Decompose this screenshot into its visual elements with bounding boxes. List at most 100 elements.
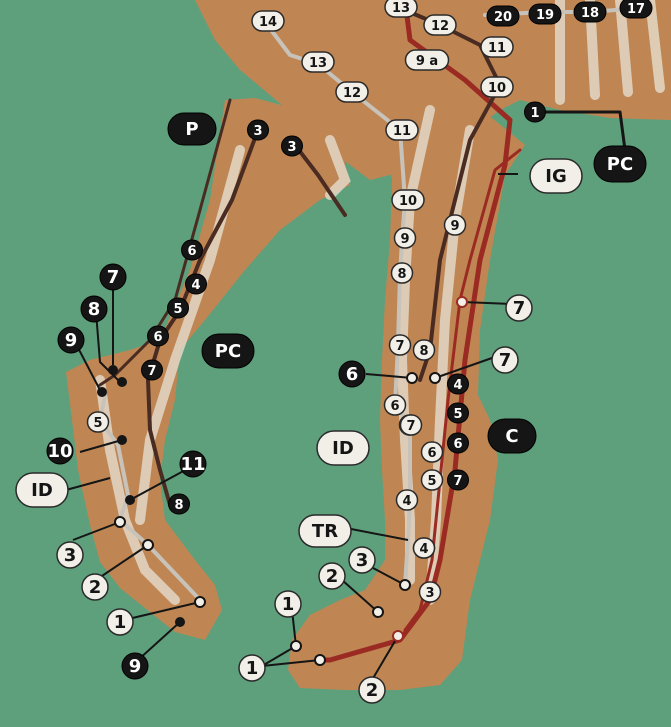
callout-c3-left-bg (56, 541, 84, 569)
callout-c9-left-bottom: 9 (121, 652, 149, 680)
point-neck-light-text: 9 (400, 232, 409, 247)
point-right-leg-mid: 5 (420, 469, 444, 491)
callout-c1-left: 1 (106, 608, 134, 636)
point-right-leg-dark: 6 (447, 432, 469, 454)
point-left-leg-dark-text: 6 (187, 244, 196, 259)
label-p-bg (167, 112, 217, 146)
point-back-row-text: 17 (627, 2, 645, 17)
point-marker (117, 435, 127, 445)
point-left-leg-dark-bg (281, 135, 303, 157)
callout-c1-right-a: 1 (274, 590, 302, 618)
point-marker (114, 516, 126, 528)
point-neck-light-text: 4 (402, 494, 411, 509)
point-right-leg-mid: 3 (418, 581, 442, 603)
point-neck-light-bg (251, 10, 285, 32)
point-left-leg-dark: 3 (281, 135, 303, 157)
point-marker (406, 372, 418, 384)
point-top-light-bg (480, 76, 514, 98)
callout-c7-right-top: 7 (505, 294, 533, 322)
point-left-leg-dark: 8 (168, 493, 190, 515)
point-neck-light-text: 11 (393, 124, 411, 139)
point-back-row: 20 (486, 5, 520, 27)
label-ig-text: IG (545, 166, 566, 187)
point-back-row-text: 20 (494, 10, 512, 25)
label-p-text: P (185, 119, 198, 140)
point-top-light: 11 (480, 36, 514, 58)
callout-c2-left: 2 (81, 573, 109, 601)
point-neck-light-bg (391, 189, 425, 211)
callout-c3-right: 3 (348, 546, 376, 574)
point-right-leg-dark-bg (447, 432, 469, 454)
point-neck-light: 11 (385, 119, 419, 141)
point-back-row: 19 (528, 3, 562, 25)
point-neck-light: 6 (383, 394, 407, 416)
callout-c2-left-text: 2 (89, 577, 102, 598)
point-right-leg-mid-text: 8 (419, 344, 428, 359)
callout-c1-right-a-bg (274, 590, 302, 618)
point-right-leg-dark-bg (447, 373, 469, 395)
point-top-light-text: 10 (488, 81, 506, 96)
point-left-leg-dark: 3 (247, 119, 269, 141)
label-tr-text: TR (312, 521, 338, 542)
label-pc-mid-bg (201, 333, 255, 369)
body-skin (195, 0, 671, 180)
point-top-light: 9 a (404, 49, 450, 71)
point-right-leg-mid-bg (420, 441, 444, 463)
point-right-leg-mid: 7 (399, 414, 423, 436)
point-left-leg-dark-text: 7 (147, 364, 156, 379)
point-neck-light: 14 (251, 10, 285, 32)
callout-c6-right-text: 6 (346, 364, 359, 385)
point-right-leg-dark-bg (447, 402, 469, 424)
leader-lines (65, 173, 518, 681)
point-top-light: 13 (384, 0, 418, 18)
point-right-leg-mid-text: 4 (419, 542, 428, 557)
callout-c2-right-text: 2 (326, 566, 339, 587)
callout-c7-right-top-bg (505, 294, 533, 322)
point-left-leg-dark-bg (247, 119, 269, 141)
point-top-light-bg (480, 36, 514, 58)
point-right-leg-dark: 7 (447, 469, 469, 491)
point-marker (125, 495, 135, 505)
point-right-leg-dark-text: 7 (453, 474, 462, 489)
point-marker (97, 387, 107, 397)
callout-c7-right-mid-bg (491, 346, 519, 374)
callout-c10-left-text: 10 (47, 441, 72, 462)
point-right-leg-mid-bg (443, 214, 467, 236)
callout-c1-right-b: 1 (238, 654, 266, 682)
point-left-leg-dark-bg (147, 325, 169, 347)
point-marker (372, 606, 384, 618)
callout-c11-left-bg (179, 450, 207, 478)
point-left-leg-dark: 5 (167, 297, 189, 319)
point-marker (142, 539, 154, 551)
point-left-leg-dark-text: 3 (253, 124, 262, 139)
point-marker (175, 617, 185, 627)
label-ig: IG (529, 158, 583, 194)
callout-c3-left-text: 3 (64, 545, 77, 566)
label-pc-top-text: PC (607, 154, 633, 175)
point-neck-light: 8 (390, 262, 414, 284)
point-top-light-bg (423, 14, 457, 36)
callout-c2-right-bg (318, 562, 346, 590)
callout-c2-right-b-bg (358, 676, 386, 704)
point-right-leg-mid: 9 (443, 214, 467, 236)
point-top-light-bg (404, 49, 450, 71)
label-c-bg (487, 418, 537, 454)
callout-c2-right-b: 2 (358, 676, 386, 704)
callout-c2-right: 2 (318, 562, 346, 590)
point-markers (97, 296, 468, 666)
point-marker (399, 579, 411, 591)
callout-c9-left-bottom-text: 9 (129, 656, 142, 677)
point-neck-light-text: 10 (399, 194, 417, 209)
meridian-left-outer (98, 98, 232, 387)
point-marker (117, 377, 127, 387)
point-top-light-text: 11 (488, 41, 506, 56)
point-left-leg-dark: 4 (185, 273, 207, 295)
label-tr: TR (298, 514, 352, 548)
point-right-leg-mid-bg (412, 537, 436, 559)
label-id-left-text: ID (31, 480, 53, 501)
callout-c9-left-bg (57, 326, 85, 354)
label-ig-bg (529, 158, 583, 194)
point-marker (392, 630, 404, 642)
